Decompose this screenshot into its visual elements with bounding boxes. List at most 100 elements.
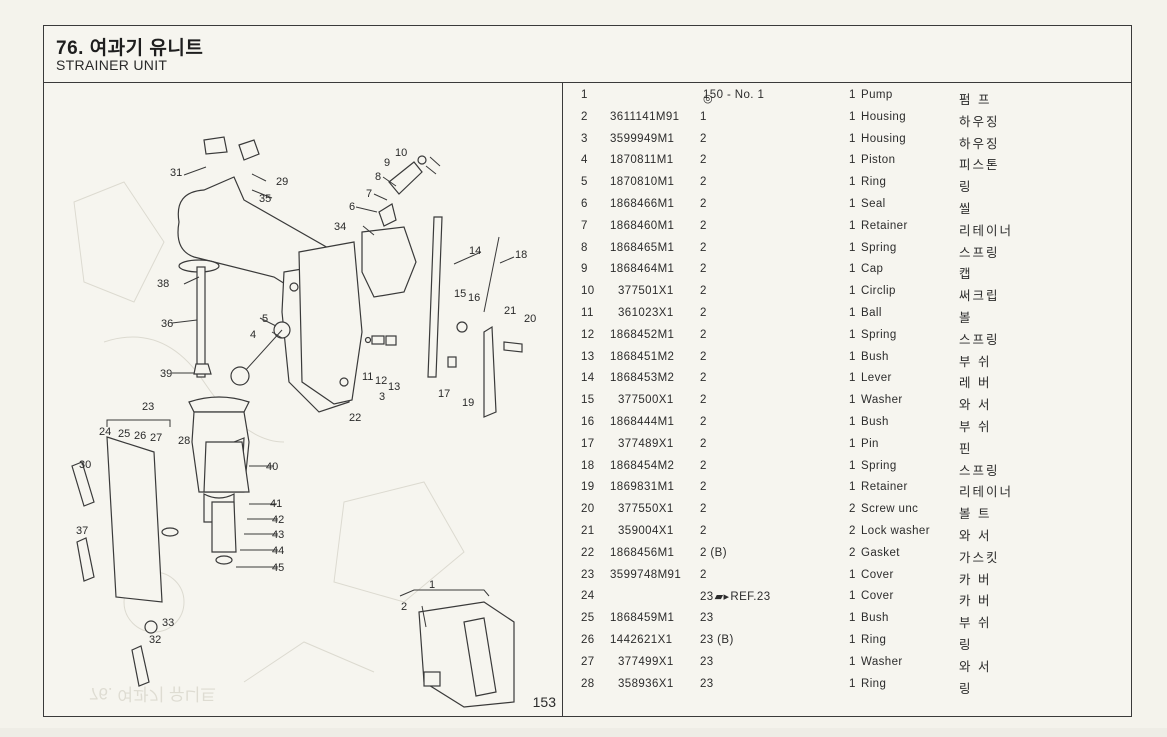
- description-korean: 카 버: [959, 594, 992, 609]
- description-english: Spring: [861, 459, 897, 472]
- quantity: 1: [849, 372, 856, 385]
- callout-43: 43: [272, 529, 284, 541]
- callout-20: 20: [524, 313, 536, 325]
- bleed-through-title: 76. 여과기 유니트: [89, 684, 216, 703]
- description-english: Bush: [861, 416, 889, 428]
- description-english: Piston: [861, 154, 896, 167]
- part-number: 3611141M91: [610, 110, 680, 123]
- quantity: 1: [849, 459, 856, 472]
- key-ref-target: REF.23: [730, 591, 771, 604]
- scan-margin: [0, 728, 1167, 737]
- quantity: 1: [849, 110, 856, 123]
- callout-40: 40: [266, 461, 278, 473]
- key-reference: 2: [700, 350, 707, 363]
- callout-10: 10: [395, 147, 407, 159]
- part-number: 1868454M2: [610, 459, 675, 472]
- ref-number: 19: [581, 481, 595, 494]
- quantity: 1: [849, 655, 856, 668]
- description-english: Circlip: [861, 285, 896, 298]
- description-english: Pin: [861, 437, 879, 450]
- key-reference: 2: [700, 132, 707, 145]
- callout-35: 35: [259, 193, 271, 205]
- description-english: Retainer: [861, 219, 908, 232]
- part-number: 1868453M2: [610, 372, 675, 385]
- description-korean: 스프링: [959, 463, 1000, 478]
- description-english: Lever: [861, 372, 892, 385]
- description-korean: 링: [959, 638, 973, 652]
- see-page-icon: ◎: [703, 93, 713, 105]
- part-number: 1868460M1: [610, 219, 675, 232]
- description-korean: 볼: [959, 311, 973, 325]
- description-korean: 링: [959, 681, 973, 696]
- key-reference: 2: [700, 437, 707, 450]
- quantity: 1: [849, 437, 856, 450]
- description-english: Seal: [861, 198, 886, 210]
- ref-number: 20: [581, 503, 595, 516]
- description-korean: 와 서: [959, 659, 992, 674]
- ref-number: 11: [581, 307, 594, 319]
- key-text: 23: [700, 591, 714, 604]
- key-reference: ◎ 150 - No. 1: [703, 89, 764, 105]
- quantity: 1: [849, 154, 856, 167]
- callout-38: 38: [157, 278, 169, 290]
- callout-45: 45: [272, 562, 284, 574]
- callout-2: 2: [401, 601, 407, 613]
- pump-housing: [281, 241, 363, 413]
- quantity: 1: [849, 350, 856, 363]
- callout-21: 21: [504, 305, 516, 317]
- description-korean: 와 서: [959, 398, 992, 413]
- description-korean: 링: [959, 180, 973, 195]
- description-korean: 볼 트: [959, 507, 992, 522]
- description-korean: 레 버: [959, 376, 992, 391]
- key-reference: 2: [700, 219, 707, 232]
- ref-number: 21: [581, 525, 595, 537]
- description-english: Ball: [861, 307, 882, 319]
- quantity: 1: [849, 263, 856, 276]
- key-reference: 2: [700, 198, 707, 210]
- exploded-diagram: 1 2 3 4 5 6 7 8 9 10 11 12 13 14 15 16 1…: [44, 82, 562, 716]
- key-reference: 2: [700, 481, 707, 494]
- key-reference: 2: [700, 568, 707, 581]
- callout-22: 22: [349, 412, 361, 424]
- key-reference: 23: [700, 612, 714, 625]
- ref-number: 13: [581, 350, 595, 363]
- description-english: Cap: [861, 263, 884, 276]
- key-reference: 2: [700, 176, 707, 189]
- quantity: 2: [849, 503, 856, 516]
- ref-number: 22: [581, 546, 595, 559]
- callout-33: 33: [162, 617, 174, 629]
- description-english: Housing: [861, 132, 906, 145]
- callout-27: 27: [150, 432, 162, 444]
- ref-number: 7: [581, 219, 588, 232]
- ref-number: 25: [581, 612, 595, 625]
- quantity: 1: [849, 677, 856, 690]
- callout-29: 29: [276, 176, 288, 188]
- description-english: Ring: [861, 176, 887, 189]
- quantity: 2: [849, 546, 856, 559]
- callout-11: 11: [362, 371, 373, 383]
- callout-18: 18: [515, 249, 527, 261]
- part-number: 377550X1: [618, 503, 674, 516]
- quantity: 1: [849, 328, 856, 341]
- part-number: 361023X1: [618, 307, 674, 319]
- callout-17: 17: [438, 388, 450, 400]
- key-reference: 2: [700, 263, 707, 276]
- description-english: Bush: [861, 350, 889, 363]
- callout-1: 1: [429, 579, 435, 591]
- key-reference: 23: [700, 655, 714, 668]
- description-korean: 와 서: [959, 529, 992, 543]
- part-number: 3599748M91: [610, 568, 682, 581]
- callout-44: 44: [272, 545, 284, 557]
- key-reference: 2: [700, 459, 707, 472]
